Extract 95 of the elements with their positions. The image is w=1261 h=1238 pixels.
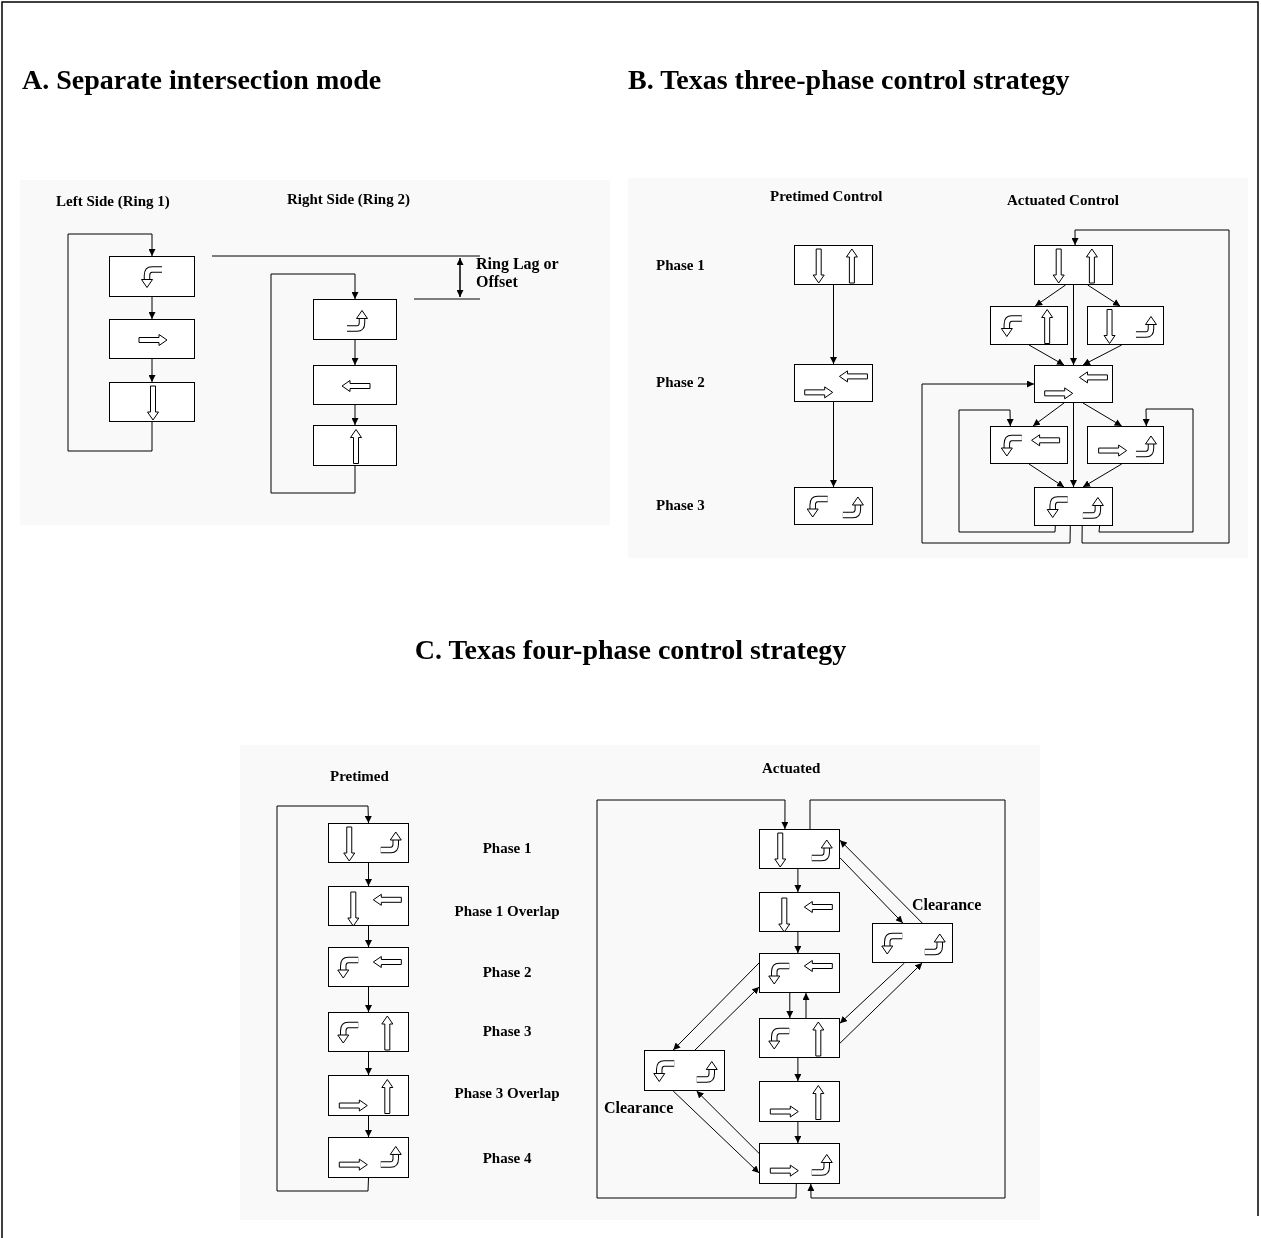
phase-label: Phase 3 (482, 1023, 532, 1041)
phase-box (1034, 365, 1113, 403)
arrow (921, 380, 1071, 544)
arrow (1028, 463, 1065, 488)
phase-box (1034, 245, 1113, 285)
arrow (1028, 344, 1065, 366)
arrow (830, 284, 837, 365)
arrow (807, 799, 1006, 1199)
arrow (67, 233, 156, 452)
arrow (794, 931, 802, 954)
phase-box (313, 425, 397, 466)
phase-label: Phase 4 (482, 1150, 532, 1168)
column-heading: Pretimed Control (770, 188, 883, 206)
phase-box (990, 426, 1068, 464)
arrow (365, 1051, 372, 1076)
phase-box (328, 1137, 409, 1178)
column-heading: Pretimed (330, 768, 389, 786)
phase-label: Phase 2 (482, 964, 532, 982)
arrow (839, 962, 905, 1024)
phase-label: Phase 1 Overlap (454, 903, 560, 921)
arrow (794, 1057, 802, 1082)
arrow (794, 1121, 802, 1144)
phase-box (794, 487, 873, 525)
arrow (365, 1115, 372, 1138)
arrow (1070, 402, 1077, 488)
phase-box (759, 1081, 840, 1122)
arrow (794, 868, 802, 893)
section-title: A. Separate intersection mode (22, 64, 382, 97)
phase-box (109, 382, 195, 422)
phase-label: Phase 1 (482, 840, 532, 858)
arrow (1098, 408, 1194, 533)
node-caption: Clearance (912, 896, 982, 915)
arrow (786, 992, 794, 1019)
column-heading: Right Side (Ring 2) (287, 191, 410, 209)
arrow (1032, 402, 1065, 427)
arrow (1070, 284, 1077, 366)
arrow (276, 805, 372, 1192)
arrow (1082, 463, 1123, 488)
phase-box (313, 365, 397, 405)
arrow (672, 1090, 760, 1174)
phase-box (328, 886, 409, 926)
arrow (351, 404, 359, 426)
phase-box (1087, 426, 1164, 464)
phase-box (794, 364, 873, 402)
dimension-label: Ring Lag or Offset (476, 255, 560, 292)
arrow (694, 986, 760, 1051)
phase-box (328, 1012, 409, 1052)
phase-label: Phase 1 (656, 257, 705, 275)
arrow (365, 986, 372, 1013)
column-heading: Left Side (Ring 1) (56, 193, 170, 211)
phase-box (759, 953, 840, 993)
arrow (839, 839, 923, 924)
arrow (148, 358, 156, 383)
phase-box (644, 1050, 725, 1091)
phase-box (313, 299, 397, 340)
phase-box (990, 306, 1068, 345)
arrow (351, 339, 359, 366)
arrow (802, 992, 810, 1019)
arrow (830, 401, 837, 488)
phase-box (328, 947, 409, 987)
arrow (1082, 344, 1123, 366)
section-title: C. Texas four-phase control strategy (413, 634, 848, 667)
column-heading: Actuated Control (1007, 192, 1119, 210)
phase-label: Phase 3 Overlap (454, 1085, 560, 1103)
phase-box (328, 1075, 409, 1116)
arrow (270, 273, 359, 494)
phase-box (328, 823, 409, 863)
phase-box (109, 256, 195, 297)
phase-box (872, 923, 953, 963)
arrow (672, 962, 760, 1051)
arrow (1034, 284, 1067, 307)
arrow (1087, 284, 1121, 307)
phase-box (109, 319, 195, 359)
arrow (365, 925, 372, 948)
arrow (696, 1090, 760, 1154)
phase-box (759, 892, 840, 932)
phase-box (1087, 306, 1164, 345)
column-heading: Actuated (762, 760, 821, 778)
arrow (958, 409, 1056, 533)
phase-label: Phase 3 (656, 497, 705, 515)
node-caption: Clearance (604, 1099, 674, 1118)
phase-box (794, 245, 873, 285)
phase-box (759, 1018, 840, 1058)
arrow (365, 862, 372, 887)
phase-box (759, 1143, 840, 1184)
arrow (1071, 229, 1230, 544)
arrow (839, 962, 923, 1044)
section-title: B. Texas three-phase control strategy (628, 64, 1070, 97)
phase-label: Phase 2 (656, 374, 705, 392)
phase-box (1034, 487, 1113, 526)
arrow (148, 296, 156, 320)
phase-box (759, 829, 840, 869)
arrow (1082, 402, 1123, 427)
arrow (596, 799, 797, 1199)
arrow (839, 857, 904, 924)
